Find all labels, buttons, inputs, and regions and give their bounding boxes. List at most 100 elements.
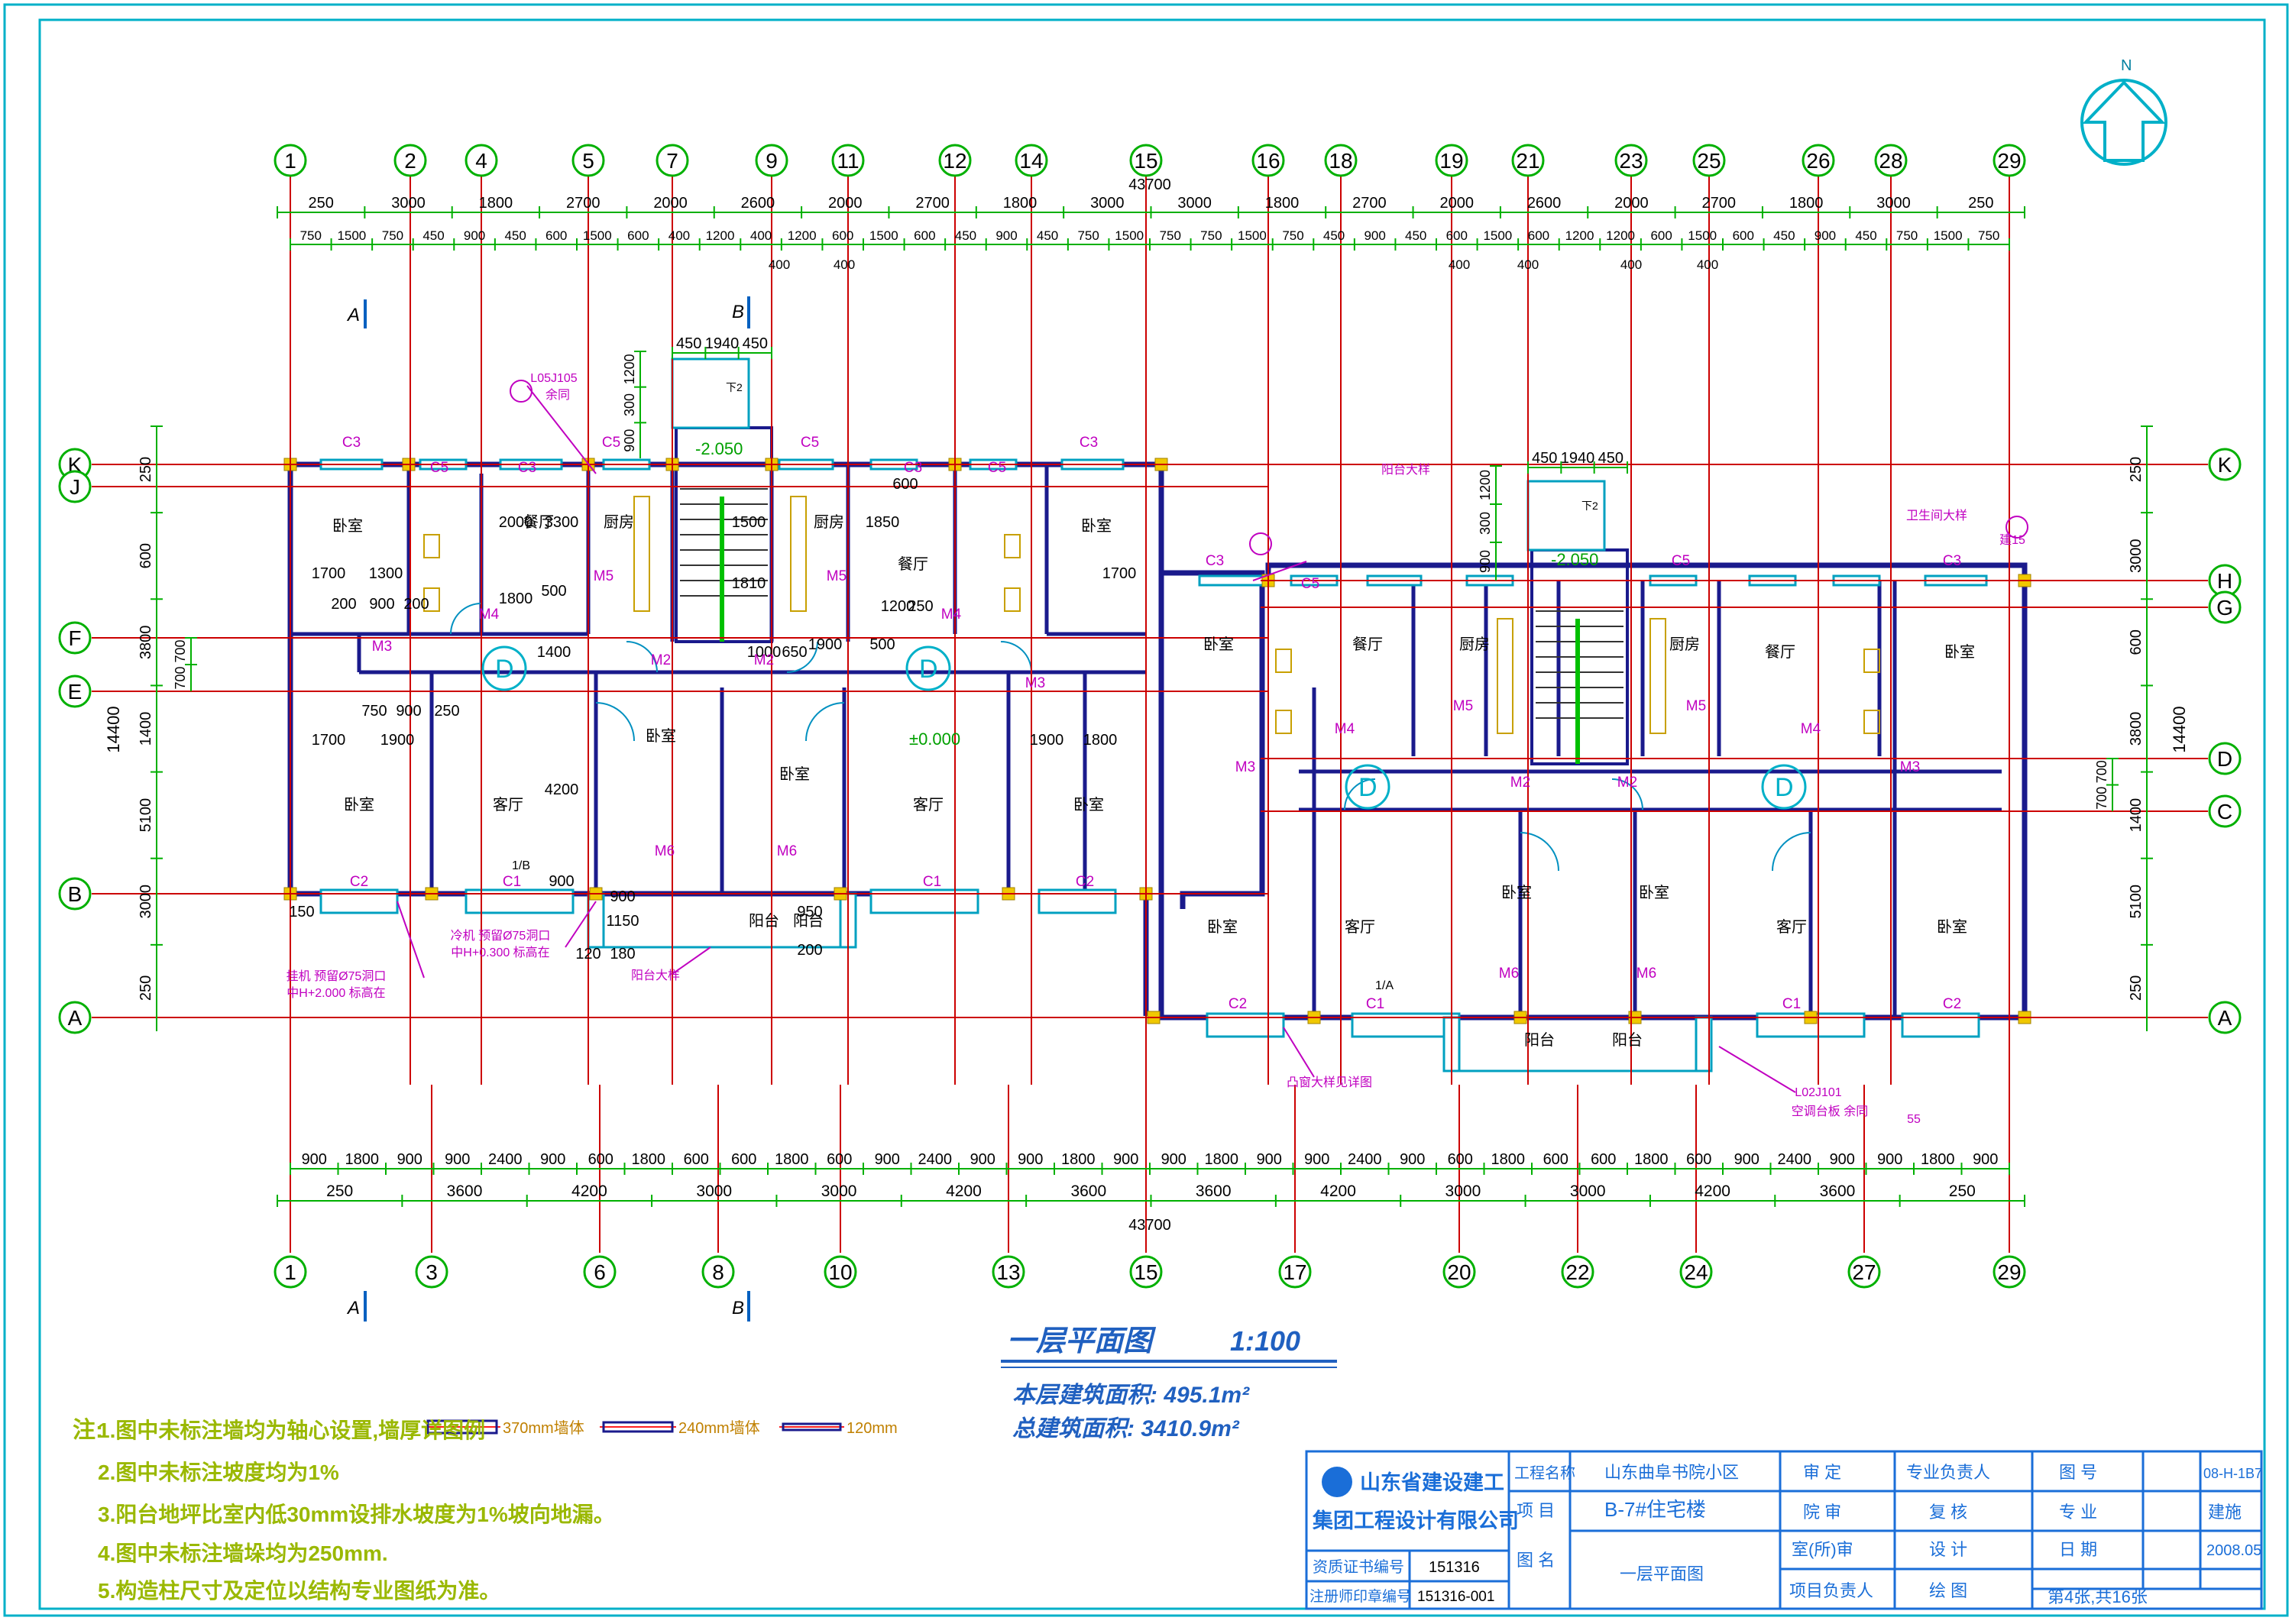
drawing-scale: 1:100 [1230,1325,1300,1357]
axis-bubble-right [2208,448,2242,481]
room-label-dining: 餐厅 [898,555,928,573]
axis-label-top: 28 [1879,149,1902,173]
dim-bottom-row1-value: 900 [1304,1151,1329,1168]
axis-bubble-right [2208,794,2242,828]
axis-label-top: 23 [1619,149,1643,173]
dim-left-value: 250 [138,457,154,482]
axis-label-bottom: 1 [284,1260,296,1284]
dim-bottom-row1-value: 600 [1543,1151,1568,1168]
dim-bottom-row1-value: 2400 [1778,1151,1812,1168]
note-4: 4.图中未标注墙垛均为250mm. [98,1541,388,1565]
dim-bottom-row1-value: 900 [875,1151,900,1168]
dim-bottom-row2-value: 3000 [821,1182,857,1200]
dim-top-row1-value: 1800 [1003,195,1038,212]
dim-misc-value: 1150 [606,913,639,930]
axis-label-right: A [2218,1006,2232,1030]
dim-bottom-row2-value: 3600 [447,1182,483,1200]
tb-company-2: 集团工程设计有限公司 [1312,1509,1519,1532]
callout-text: L05J105 [530,372,577,385]
callout-leader [526,385,597,474]
dim-bottom-row1-value: 900 [1877,1151,1902,1168]
axis-label-top: 29 [1997,149,2021,173]
axis-label-right: D [2217,747,2232,771]
dim-top-row2-value: 450 [955,228,976,243]
axis-bubble-right [2208,742,2242,775]
room-label-bedroom: 卧室 [332,517,363,535]
opening-tag-M5: M5 [1453,698,1473,714]
dim-bottom-row1-value: 2400 [918,1151,953,1168]
callout-circle [2006,516,2028,539]
tb-c3v-1: 建施 [2208,1503,2242,1522]
room-label-living: 客厅 [1345,918,1375,936]
dim-top-row2-value: 600 [1650,228,1672,243]
callout-leader [672,946,711,975]
room-label-bedroom: 卧室 [1073,796,1104,814]
axis-bubble-top [1435,144,1468,177]
dim-bottom-row1-value: 1800 [345,1151,380,1168]
tb-reg-value: 151316-001 [1417,1589,1494,1605]
dim-stair-side-right-value: 1200 [1478,470,1493,500]
dim-stair-top-left-value: 450 [743,335,768,352]
dim-top-row2-value: 600 [914,228,935,243]
dim-top-row2-value: 400 [668,228,690,243]
tb-c1-2: 室(所)审 [1792,1540,1853,1559]
callout-text: L02J101 [1795,1086,1841,1099]
dim-misc-value: 900 [610,888,635,905]
dim-right-value: 3800 [2128,712,2145,746]
axis-label-left: B [68,882,83,906]
axis-bubble-bottom [415,1255,448,1289]
dim-right-value: 600 [2128,629,2145,655]
index-1a: 1/A [1375,979,1394,992]
opening-tag-M2: M2 [651,652,671,668]
axis-bubble-left [58,1001,92,1034]
axis-label-top: 19 [1439,149,1463,173]
axis-bubble-top [274,144,307,177]
opening-tag-C2: C2 [1229,996,1247,1012]
axis-label-bottom: 15 [1134,1260,1157,1284]
dim-bottom-row1-value: 600 [1591,1151,1616,1168]
dim-stair-side-left-value: 900 [622,429,637,452]
dim-bottom-row1-value: 2400 [488,1151,523,1168]
dim-top-row3-value: 400 [834,257,855,272]
note-5: 5.构造柱尺寸及定位以结构专业图纸为准。 [98,1578,500,1603]
dim-top-row2-value: 450 [1855,228,1876,243]
axis-bubble-top [1129,144,1163,177]
dim-stair-side-left-value: 300 [622,393,637,416]
dim-misc-value: 180 [610,946,635,962]
dim-top-row3-value: 400 [1449,257,1470,272]
dim-top-row1-value: 3000 [1090,195,1125,212]
dim-misc-value: 250 [434,703,459,720]
dim-top-row1-value: 2000 [828,195,863,212]
dim-bottom-row1-value: 600 [588,1151,613,1168]
unit-tag-1: D [495,655,514,684]
axis-bubble-bottom [701,1255,735,1289]
axis-bubble-top [831,144,865,177]
tb-c2-0: 专业负责人 [1906,1463,1990,1482]
axis-bubble-bottom [1129,1255,1163,1289]
axis-bubble-top [1511,144,1545,177]
dim-top-row2-value: 1200 [706,228,735,243]
axis-label-top: 9 [766,149,778,173]
outer-frame [3,3,2289,1617]
dim-top-row2-value: 450 [422,228,444,243]
axis-bubble-left [58,877,92,911]
room-label-balcony: 阳台 [749,912,779,930]
dim-top-row2-value: 1200 [788,228,817,243]
axis-label-left: E [68,680,83,704]
opening-tag-M3: M3 [1235,759,1255,775]
callout-text: 阳台大样 [631,969,680,982]
dim-top-row3-value: 400 [1517,257,1539,272]
dim-top-row3-value: 400 [1697,257,1718,272]
dim-left-inner-value: 700 [173,639,188,662]
dim-top-row1-value: 2600 [1527,195,1562,212]
dim-overall-bottom: 43700 [1128,1217,1171,1234]
dim-misc-value: 1700 [312,565,346,582]
dim-bottom-row1-value: 600 [684,1151,709,1168]
axis-bubble-bottom [1993,1255,2026,1289]
dim-bottom-row1-value: 900 [397,1151,422,1168]
dim-misc-value: 1500 [732,514,766,531]
dim-bottom-row1-value: 900 [302,1151,327,1168]
dim-stair-top-right-value: 450 [1532,450,1557,467]
dim-top-row2-value: 1500 [1115,228,1144,243]
dim-bottom-row1-value: 900 [540,1151,565,1168]
